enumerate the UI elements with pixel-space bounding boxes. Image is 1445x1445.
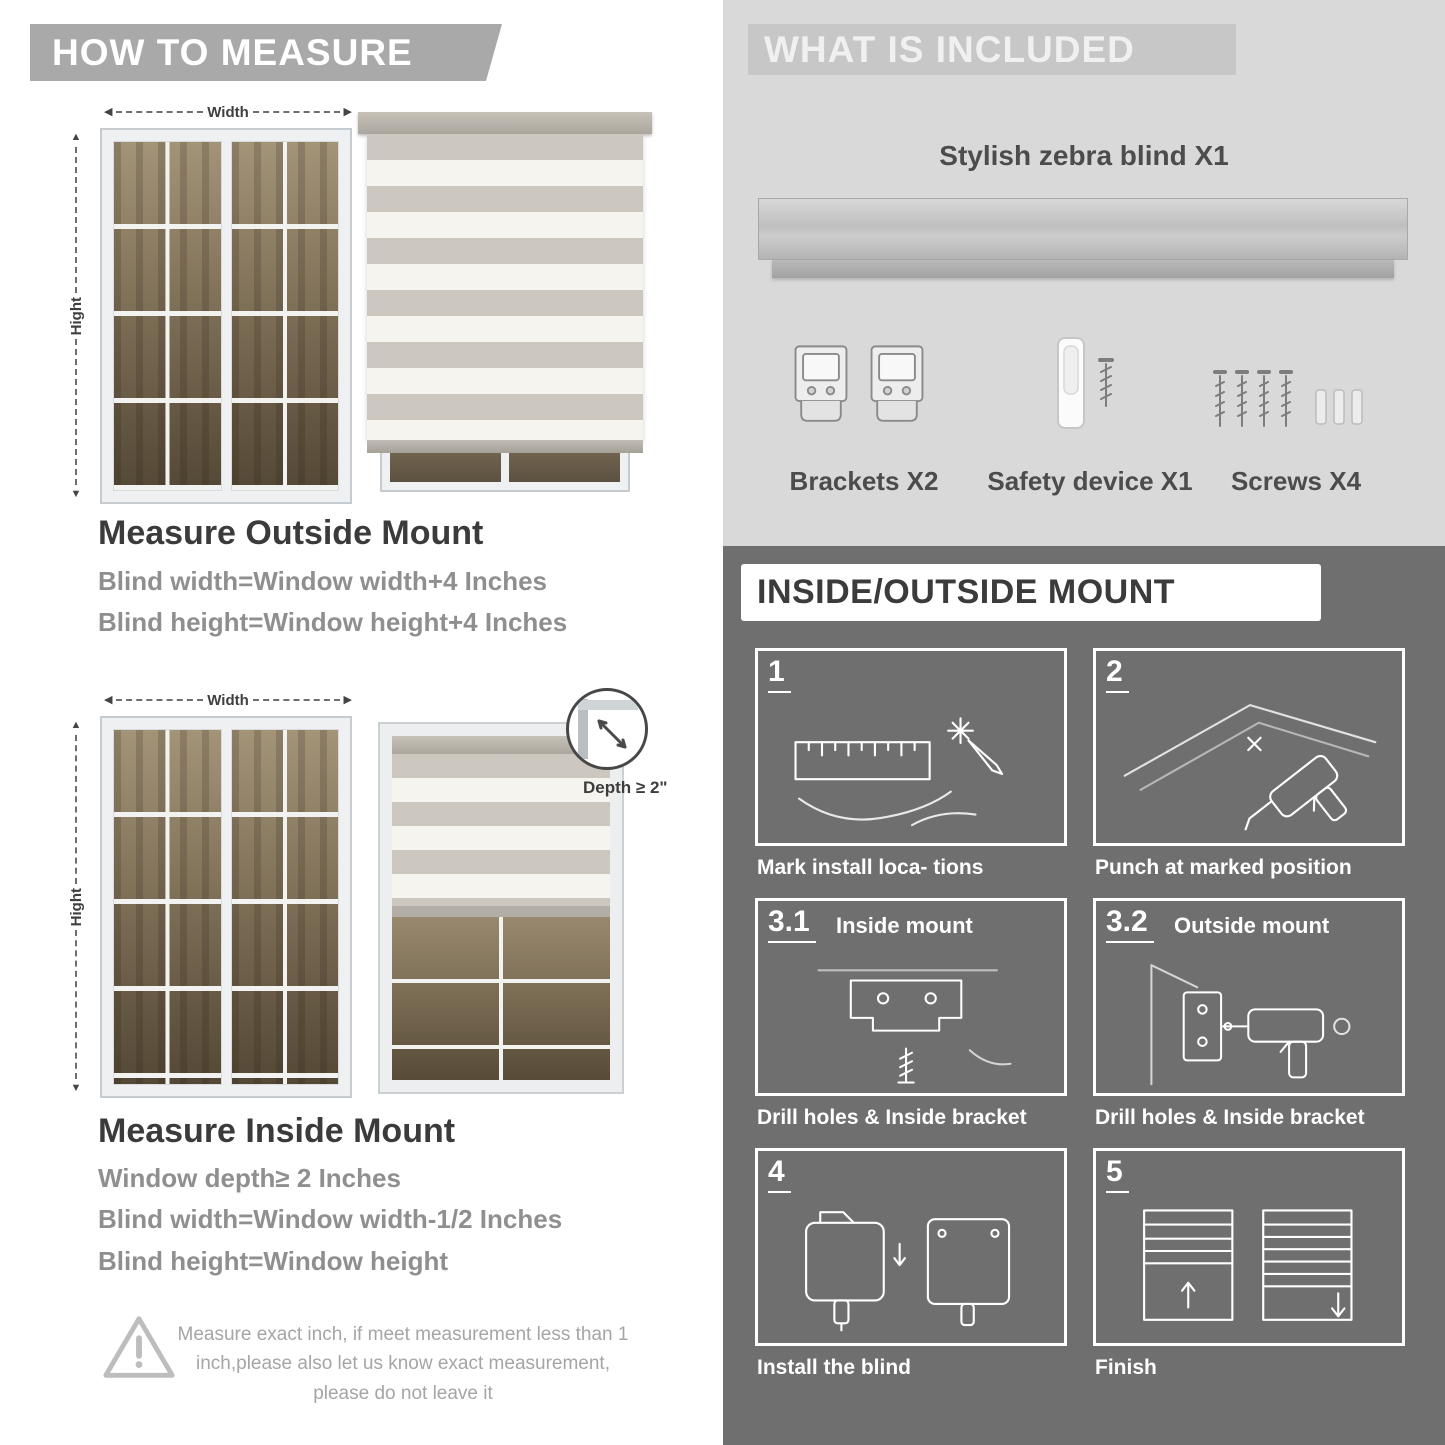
- zebra-blind-inside-illustration: [378, 722, 624, 1094]
- step-panel-4: 4: [755, 1148, 1067, 1346]
- screws-and-anchors-icon: [1213, 370, 1363, 427]
- arrow-down-icon: ▼: [70, 488, 82, 501]
- dashed-line: [75, 339, 77, 486]
- blind-inner: [392, 736, 610, 1080]
- window-illustration: [100, 128, 352, 504]
- what-is-included-banner: WHAT IS INCLUDED: [748, 24, 1236, 75]
- step-panel-3-2: 3.2 Outside mount: [1093, 898, 1405, 1096]
- width-arrow: ◀ Width ▶: [104, 102, 352, 122]
- step-label: Inside mount: [836, 913, 973, 938]
- headrail-illustration: [758, 198, 1408, 260]
- step-number: 1: [768, 655, 791, 693]
- arrow-up-icon: ▲: [70, 719, 82, 731]
- arrow-right-icon: ▶: [343, 693, 353, 706]
- product-label: Stylish zebra blind X1: [939, 140, 1229, 171]
- window-pane: [113, 141, 222, 491]
- outside-mount-heading: Measure Outside Mount: [98, 514, 484, 552]
- how-to-measure-banner: HOW TO MEASURE: [30, 24, 502, 81]
- outside-mount-window-figure: ◀ Width ▶ ▲ Hight ▼: [64, 100, 352, 504]
- screws-label: Screws X4: [1230, 466, 1362, 496]
- step-panel-2: 2: [1093, 648, 1405, 846]
- what-is-included-title: WHAT IS INCLUDED: [764, 29, 1135, 70]
- blind-stripes: [367, 134, 643, 440]
- step-number: 3.1: [768, 905, 816, 943]
- step-caption: Drill holes & Inside bracket: [757, 1106, 1027, 1129]
- dashed-line: [252, 111, 340, 113]
- step-caption: Drill holes & Inside bracket: [1095, 1106, 1365, 1129]
- blind-headrail: [358, 112, 652, 134]
- window-illustration: [100, 716, 352, 1098]
- mount-title: INSIDE/OUTSIDE MOUNT: [757, 573, 1176, 611]
- inside-bracket-illustration: [817, 969, 1012, 1084]
- blind-stripes: [392, 754, 610, 906]
- inside-mount-line: Blind height=Window height: [98, 1246, 448, 1276]
- window-pane: [113, 729, 222, 1085]
- blind-bottomrail: [367, 440, 643, 453]
- step-number: 3.2: [1106, 905, 1154, 943]
- zebra-blind-outside-illustration: [358, 112, 652, 494]
- drill-illustration: [1123, 704, 1377, 831]
- width-arrow: ◀ Width ▶: [104, 690, 352, 710]
- dashed-line: [116, 111, 204, 113]
- bracket-icon: [870, 345, 924, 422]
- mount-banner: INSIDE/OUTSIDE MOUNT: [741, 564, 1321, 621]
- outside-mount-line: Blind height=Window height+4 Inches: [98, 607, 568, 637]
- inside-mount-window-figure: ◀ Width ▶ ▲ Hight ▼: [64, 688, 352, 1098]
- outside-bracket-illustration: [1150, 964, 1351, 1086]
- blind-headrail: [392, 736, 610, 754]
- step-panel-3-1: 3.1 Inside mount: [755, 898, 1067, 1096]
- width-label: Width: [207, 103, 249, 121]
- outside-mount-line: Blind width=Window width+4 Inches: [98, 566, 547, 596]
- headrail-lip: [772, 260, 1394, 278]
- how-to-measure-title: HOW TO MEASURE: [52, 32, 413, 73]
- dashed-line: [75, 735, 77, 884]
- window-pane: [230, 141, 339, 491]
- step-panel-5: 5: [1093, 1148, 1405, 1346]
- magnifier-depth-icon: [566, 688, 648, 770]
- step-number: 5: [1106, 1155, 1129, 1193]
- bracket-icon: [794, 345, 848, 422]
- arrow-right-icon: ▶: [343, 105, 353, 118]
- warning-triangle-icon: [103, 1316, 175, 1378]
- brackets-label: Brackets X2: [789, 466, 939, 496]
- step-caption: Punch at marked position: [1095, 856, 1352, 879]
- blind-bottomrail: [392, 906, 610, 917]
- depth-label: Depth ≥ 2": [583, 778, 668, 797]
- dashed-line: [116, 699, 204, 701]
- step-panel-1: 1: [755, 648, 1067, 846]
- width-label: Width: [207, 691, 249, 709]
- height-label: Hight: [67, 887, 85, 927]
- height-label: Hight: [67, 296, 85, 336]
- arrow-down-icon: ▼: [70, 1082, 82, 1095]
- dashed-line: [75, 930, 77, 1080]
- step-caption: Mark install loca- tions: [757, 856, 984, 879]
- window-corner-detail: [578, 699, 638, 759]
- inside-mount-heading: Measure Inside Mount: [98, 1112, 456, 1150]
- step-number: 4: [768, 1155, 791, 1193]
- arrow-left-icon: ◀: [104, 105, 113, 118]
- safety-device-label: Safety device X1: [987, 466, 1193, 496]
- step-label: Outside mount: [1174, 913, 1330, 938]
- inside-mount-line: Blind width=Window width-1/2 Inches: [98, 1204, 563, 1234]
- step-caption: Install the blind: [757, 1356, 912, 1379]
- arrow-up-icon: ▲: [70, 131, 82, 143]
- step-caption: Finish: [1095, 1356, 1157, 1379]
- arrow-left-icon: ◀: [104, 693, 113, 706]
- dashed-line: [252, 699, 340, 701]
- measure-note: Measure exact inch, if meet measurement …: [177, 1324, 629, 1404]
- install-blind-illustration: [805, 1211, 1011, 1332]
- height-arrow: ▲ Hight ▼: [66, 720, 86, 1094]
- window-pane: [392, 917, 610, 1080]
- step-number: 2: [1106, 655, 1129, 693]
- window-pane: [230, 729, 339, 1085]
- safety-device-icon: [1057, 337, 1114, 429]
- height-arrow: ▲ Hight ▼: [66, 132, 86, 500]
- dashed-line: [75, 147, 77, 293]
- mark-location-illustration: [794, 717, 1004, 827]
- finish-illustration: [1143, 1209, 1353, 1321]
- inside-mount-line: Window depth≥ 2 Inches: [98, 1163, 401, 1193]
